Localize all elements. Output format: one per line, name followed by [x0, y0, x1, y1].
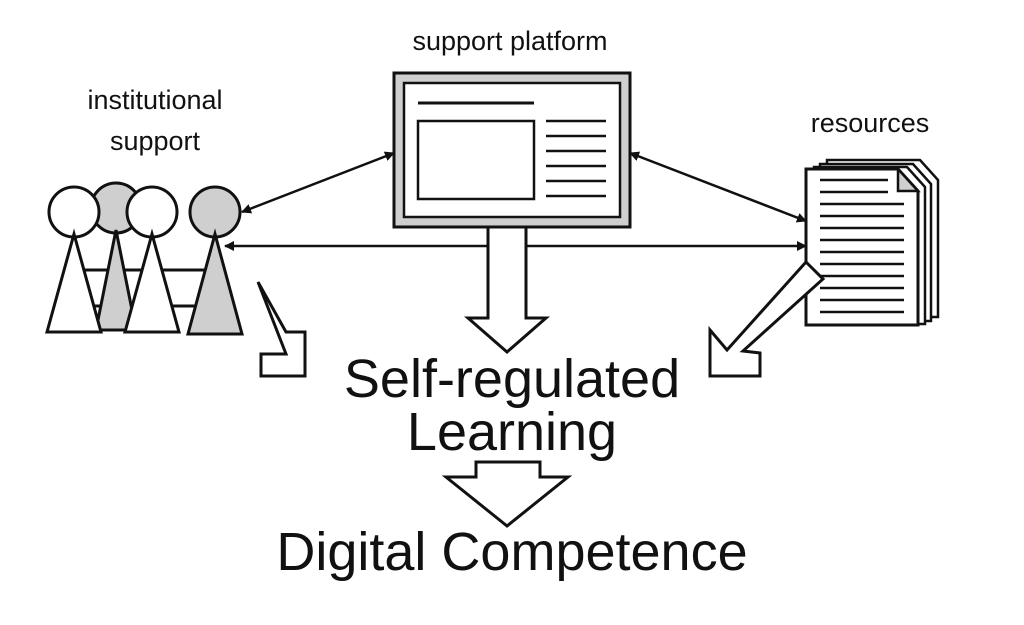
resources-label: resources — [810, 108, 930, 138]
institutional-support-label-line2: support — [109, 126, 201, 156]
block-arrow-resources-diagonal — [708, 259, 826, 378]
digital-competence-label: Digital Competence — [276, 522, 748, 582]
block-arrow-people-diagonal — [256, 281, 307, 378]
document-stack-icon — [804, 158, 940, 327]
monitor-icon — [392, 71, 632, 229]
arrow-people-platform — [241, 151, 395, 214]
self-regulated-learning-line2: Learning — [406, 402, 618, 462]
people-group-icon — [45, 181, 244, 336]
block-arrow-platform-down — [463, 225, 551, 354]
support-platform-label: support platform — [412, 26, 608, 56]
institutional-support-label-line1: institutional — [87, 85, 223, 115]
self-regulated-learning-line1: Self-regulated — [343, 349, 681, 409]
block-arrow-srl-down — [441, 460, 573, 528]
arrow-platform-resources — [629, 151, 807, 223]
